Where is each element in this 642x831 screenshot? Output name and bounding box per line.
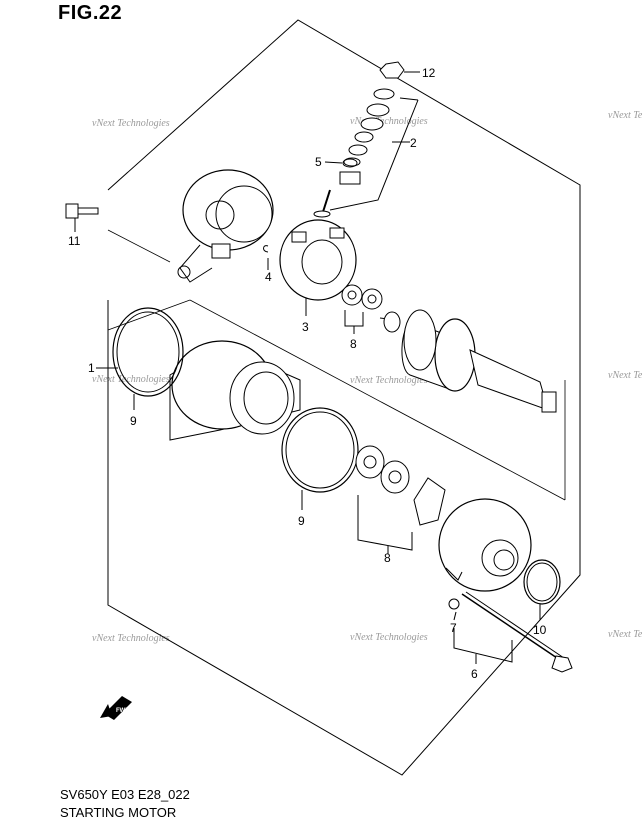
assembly-boundary: [107, 19, 581, 776]
watermark-text: vNext Technologies: [92, 118, 170, 129]
callout-8-upper: 8: [350, 337, 357, 351]
callout-3: 3: [302, 320, 309, 334]
watermark-group: vNext Technologies vNext Technologies vN…: [92, 110, 642, 644]
callout-9-left: 9: [130, 414, 137, 428]
model-code: SV650Y E03 E28_022: [60, 787, 190, 802]
nut-part-12: [379, 61, 420, 79]
brush-plate-part-3: [279, 219, 357, 316]
rear-cover: [177, 169, 274, 283]
leader-line: [107, 229, 171, 263]
callout-5: 5: [315, 155, 322, 169]
callout-7: 7: [450, 621, 457, 635]
washers-part-8-lower: [355, 445, 446, 554]
through-bolt-part-6: [448, 591, 573, 673]
leader-line: [189, 299, 566, 501]
fwd-arrow-icon: FWD: [100, 696, 132, 720]
watermark-text: vNext Technologies: [350, 375, 428, 386]
figure-title: FIG.22: [58, 2, 123, 24]
callout-9-right: 9: [298, 514, 305, 528]
section-name: STARTING MOTOR: [60, 805, 177, 820]
watermark-text: vNext Technologies: [350, 116, 428, 127]
callout-8-lower: 8: [384, 551, 391, 565]
clip-part-4: [263, 245, 269, 270]
washers-part-8-upper: [341, 284, 383, 334]
terminal-stack-part-2: [329, 88, 419, 211]
bolt-part-11: [65, 203, 99, 232]
watermark-text: vNext Technologies: [350, 632, 428, 643]
callout-10: 10: [533, 623, 547, 637]
watermark-text: vNext Technologies: [608, 370, 642, 381]
o-ring-part-10: [523, 559, 561, 620]
watermark-text: vNext Technologies: [92, 633, 170, 644]
watermark-text: vNext Technologies: [92, 374, 170, 385]
callout-2: 2: [410, 136, 417, 150]
fwd-label: FWD: [116, 708, 130, 714]
leader-line: [107, 299, 191, 331]
armature: [379, 309, 557, 413]
terminal-bolt: [313, 189, 331, 218]
washer-part-5: [324, 158, 358, 168]
watermark-text: vNext Technologies: [608, 110, 642, 121]
callout-11: 11: [68, 234, 81, 248]
front-bracket: [438, 498, 532, 592]
o-ring-part-9-right: [281, 407, 359, 510]
o-ring-part-9-left: [112, 307, 184, 410]
callout-12: 12: [422, 66, 436, 80]
callout-6: 6: [471, 667, 478, 681]
callout-1: 1: [88, 361, 95, 375]
callout-4: 4: [265, 270, 272, 284]
yoke-part-1: [169, 340, 301, 441]
watermark-text: vNext Technologies: [608, 629, 642, 640]
